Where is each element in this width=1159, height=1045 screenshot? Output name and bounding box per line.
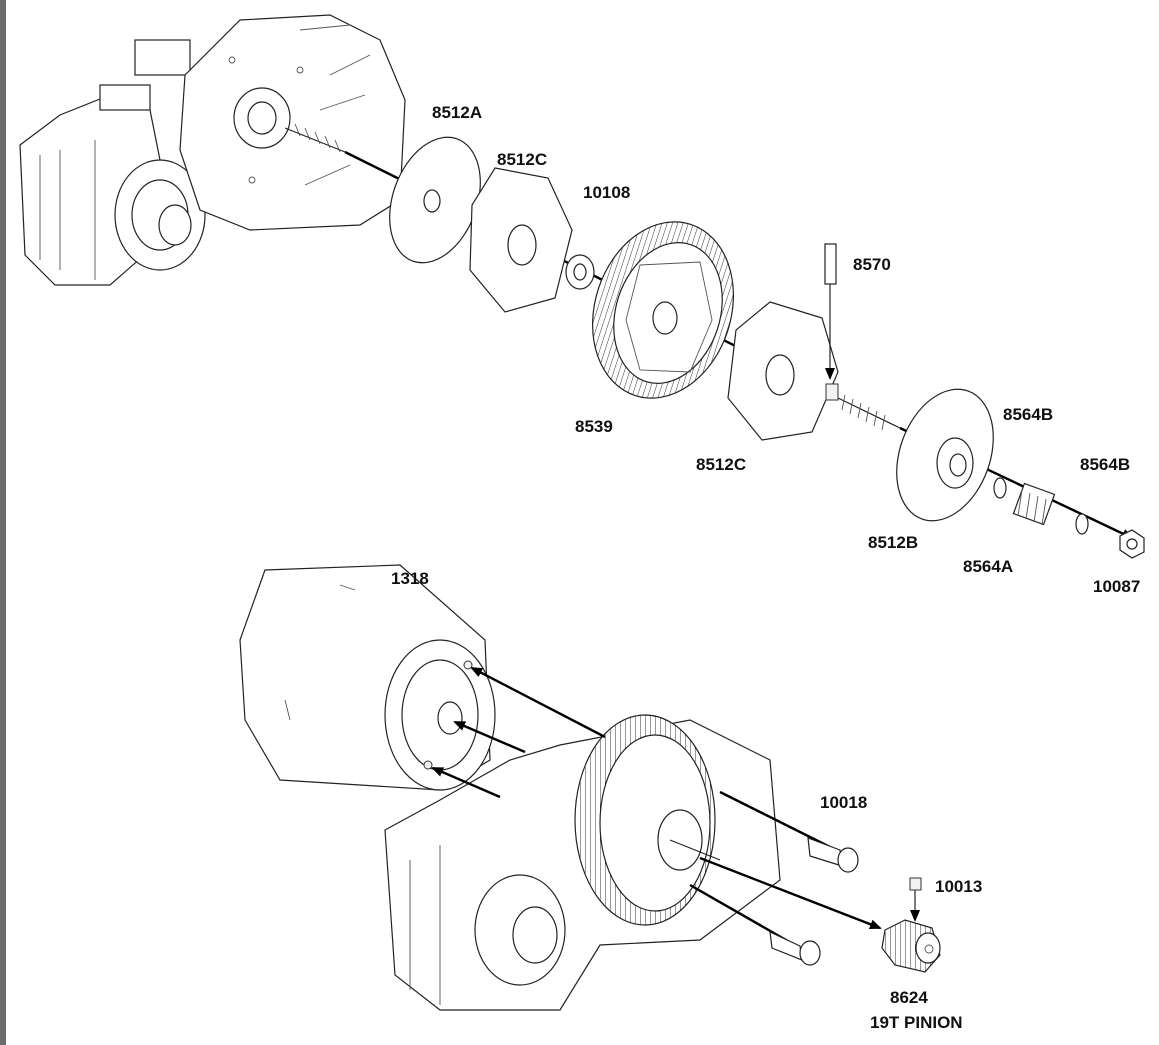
label-8564A: 8564A <box>963 557 1013 576</box>
set-screw-10013 <box>909 877 922 891</box>
screw-10018 <box>807 837 859 873</box>
label-8512C-bottom: 8512C <box>696 455 746 474</box>
label-10087: 10087 <box>1093 577 1140 596</box>
slipper-plate-8512B <box>896 388 994 522</box>
label-8512A: 8512A <box>432 103 482 122</box>
label-19t-pinion: 19T PINION <box>870 1013 963 1032</box>
bottom-arrows <box>431 666 920 950</box>
slipper-pad-8512C-bottom <box>727 301 839 441</box>
nut-10087 <box>1119 529 1145 559</box>
left-frame-border <box>0 0 6 1045</box>
label-1318: 1318 <box>391 569 429 588</box>
screw-lower <box>769 930 821 966</box>
pin-8570 <box>824 243 839 401</box>
label-8512C-top: 8512C <box>497 150 547 169</box>
motor-1318 <box>239 564 496 791</box>
label-8512B: 8512B <box>868 533 918 552</box>
label-8564B-right: 8564B <box>1080 455 1130 474</box>
top-transmission-housing <box>19 14 406 286</box>
spring-8564A <box>1012 482 1056 526</box>
washer-8564B-left <box>993 477 1007 499</box>
label-8624: 8624 <box>890 988 928 1007</box>
bottom-transmission <box>384 714 781 1011</box>
label-10013: 10013 <box>935 877 982 896</box>
spur-gear-8539 <box>592 221 734 399</box>
washer-8564B-right <box>1075 513 1089 535</box>
label-10108: 10108 <box>583 183 630 202</box>
label-8539: 8539 <box>575 417 613 436</box>
slipper-shaft <box>837 394 901 431</box>
label-8564B-left: 8564B <box>1003 405 1053 424</box>
pinion-8624 <box>881 919 941 973</box>
bearing-10108 <box>565 254 595 290</box>
label-8570: 8570 <box>853 255 891 274</box>
label-10018: 10018 <box>820 793 867 812</box>
slipper-pad-8512C-top <box>469 167 573 313</box>
